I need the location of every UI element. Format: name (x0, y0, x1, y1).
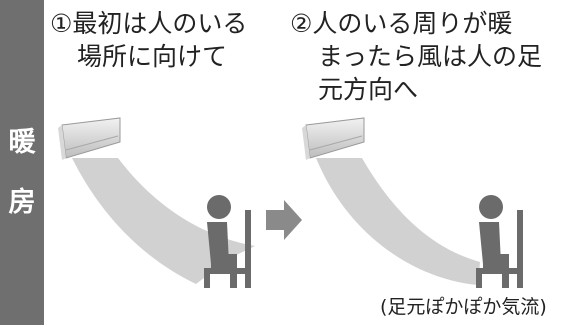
step2-line-3: 元方向へ (318, 75, 419, 104)
air-conditioner-icon (58, 117, 121, 160)
side-bar-cap (0, 0, 44, 36)
side-bar (0, 0, 44, 325)
step2-line-1: ②人のいる周りが暖 (290, 9, 513, 38)
airflow-icon (72, 158, 255, 284)
air-conditioner-icon (302, 117, 365, 160)
step1-line-2: 場所に向けて (77, 42, 228, 71)
footnote: (足元ぽかぽか気流) (380, 296, 547, 318)
seated-person-icon (476, 195, 523, 288)
step2-line-2: まったら風は人の足 (318, 42, 543, 71)
right-arrow-icon (266, 200, 302, 240)
side-label-char-2: 房 (8, 187, 36, 218)
seated-person-icon (204, 195, 251, 288)
airflow-icon (316, 158, 480, 285)
step1-line-1: ①最初は人のいる (50, 9, 248, 38)
side-label-char-1: 暖 (8, 127, 36, 158)
